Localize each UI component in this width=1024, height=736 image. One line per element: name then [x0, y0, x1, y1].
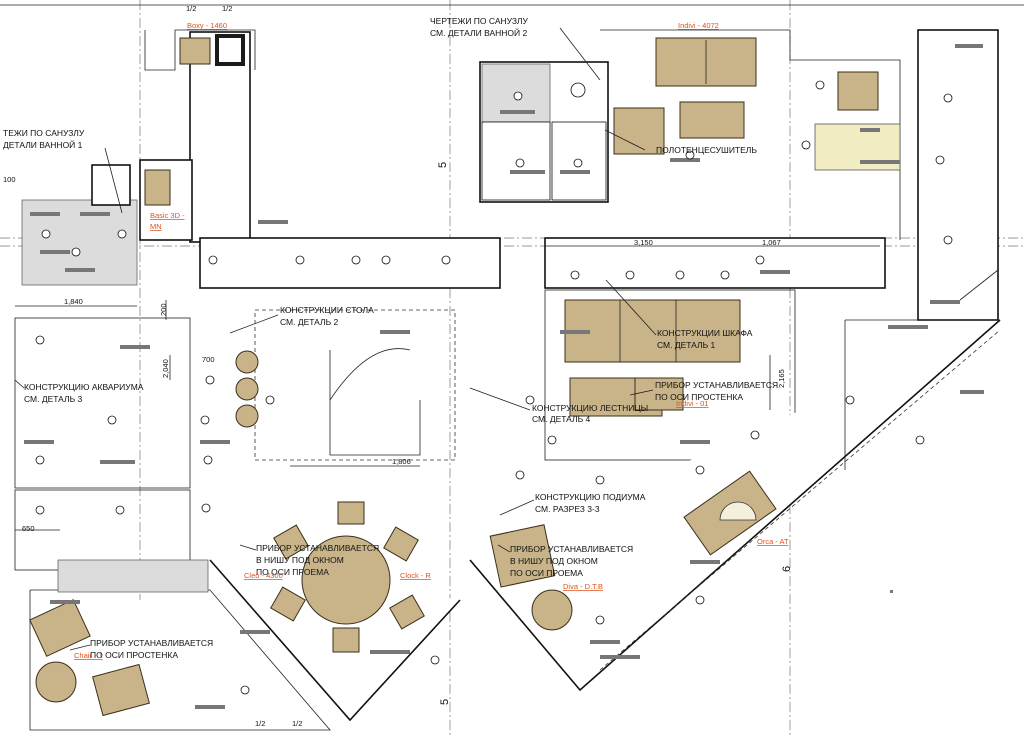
note-window1-line3: ПО ОСИ ПРОЕМА — [256, 567, 329, 577]
note-stair-line2: СМ. ДЕТАЛЬ 4 — [532, 414, 591, 424]
annotations: ТЕЖИ ПО САНУЗЛУ ДЕТАЛИ ВАННОЙ 1 ЧЕРТЕЖИ … — [3, 16, 778, 660]
note-window2-line3: ПО ОСИ ПРОЕМА — [510, 568, 583, 578]
dim-2165: 2,165 — [777, 369, 786, 388]
fixtures — [35, 80, 953, 695]
walls — [14, 29, 1001, 731]
note-device-pier-right-line2: ПО ОСИ ПРОСТЕНКА — [655, 392, 743, 402]
note-towel: ПОЛОТЕНЦЕСУШИТЕЛЬ — [656, 145, 757, 155]
dim-1806: 1,806 — [392, 457, 411, 466]
note-wardrobe-line2: СМ. ДЕТАЛЬ 1 — [657, 340, 716, 350]
tag-basic-2: MN — [150, 222, 162, 231]
dimension-labels: 100 1,840 200 700 2,040 650 1,806 3,150 … — [3, 4, 786, 728]
note-table-line1: КОНСТРУКЦИИ СТОЛА — [280, 305, 374, 315]
dim-650: 650 — [22, 524, 35, 533]
note-device-pier-left-line2: ПО ОСИ ПРОСТЕНКА — [90, 650, 178, 660]
note-bath2-line2: СМ. ДЕТАЛИ ВАННОЙ 2 — [430, 27, 528, 38]
note-window1-line2: В НИШУ ПОД ОКНОМ — [256, 555, 344, 565]
note-device-pier-right-line1: ПРИБОР УСТАНАВЛИВАЕТСЯ — [655, 380, 778, 390]
product-tags: Boxy - 1460 Indivi - 4072 Basic 3D - MN … — [74, 21, 789, 660]
note-window1-line1: ПРИБОР УСТАНАВЛИВАЕТСЯ — [256, 543, 379, 553]
dim-100: 100 — [3, 175, 16, 184]
axis-5-bottom: 5 — [439, 699, 451, 705]
note-wardrobe-line1: КОНСТРУКЦИИ ШКАФА — [657, 328, 753, 338]
note-stair-line1: КОНСТРУКЦИЮ ЛЕСТНИЦЫ — [532, 403, 648, 413]
note-window2-line2: В НИШУ ПОД ОКНОМ — [510, 556, 598, 566]
dim-700: 700 — [202, 355, 215, 364]
dim-half-2: 1/2 — [222, 4, 232, 13]
dim-200: 200 — [159, 303, 168, 316]
dimension-lines — [15, 245, 880, 531]
furniture — [29, 34, 901, 717]
axis-labels: 5 5 6 — [437, 162, 793, 705]
tag-boxy: Boxy - 1460 — [187, 21, 227, 30]
note-bath1-line1: ТЕЖИ ПО САНУЗЛУ — [3, 128, 85, 138]
axis-5-top: 5 — [437, 162, 449, 168]
note-window2-line1: ПРИБОР УСТАНАВЛИВАЕТСЯ — [510, 544, 633, 554]
dim-half-1: 1/2 — [186, 4, 196, 13]
dim-3150: 3,150 — [634, 238, 653, 247]
note-podium-line1: КОНСТРУКЦИЮ ПОДИУМА — [535, 492, 646, 502]
note-podium-line2: СМ. РАЗРЕЗ 3-3 — [535, 504, 600, 514]
tag-basic: Basic 3D - — [150, 211, 185, 220]
dim-1067: 1,067 — [762, 238, 781, 247]
tag-cleo: Cleo - 4300 — [244, 571, 283, 580]
tag-chair: Chair - 1 — [74, 651, 103, 660]
tag-clock: Clock - R — [400, 571, 431, 580]
dim-half-3: 1/2 — [255, 719, 265, 728]
axis-6: 6 — [781, 566, 793, 572]
note-bath2-line1: ЧЕРТЕЖИ ПО САНУЗЛУ — [430, 16, 528, 26]
dim-half-4: 1/2 — [292, 719, 302, 728]
tag-orca: Orca - AT — [757, 537, 789, 546]
note-aquarium-line1: КОНСТРУКЦИЮ АКВАРИУМА — [24, 382, 144, 392]
dim-2040: 2,040 — [161, 359, 170, 378]
tag-indivi: Indivi - 4072 — [678, 21, 719, 30]
markings — [24, 44, 984, 709]
note-device-pier-left-line1: ПРИБОР УСТАНАВЛИВАЕТСЯ — [90, 638, 213, 648]
note-table-line2: СМ. ДЕТАЛЬ 2 — [280, 317, 339, 327]
leader-lines — [14, 27, 999, 651]
note-bath1-line2: ДЕТАЛИ ВАННОЙ 1 — [3, 139, 83, 150]
tag-pier: Indivi - 01 — [676, 399, 709, 408]
dim-1840: 1,840 — [64, 297, 83, 306]
note-aquarium-line2: СМ. ДЕТАЛЬ 3 — [24, 394, 83, 404]
tag-diva: Diva - D.T.B — [563, 582, 603, 591]
